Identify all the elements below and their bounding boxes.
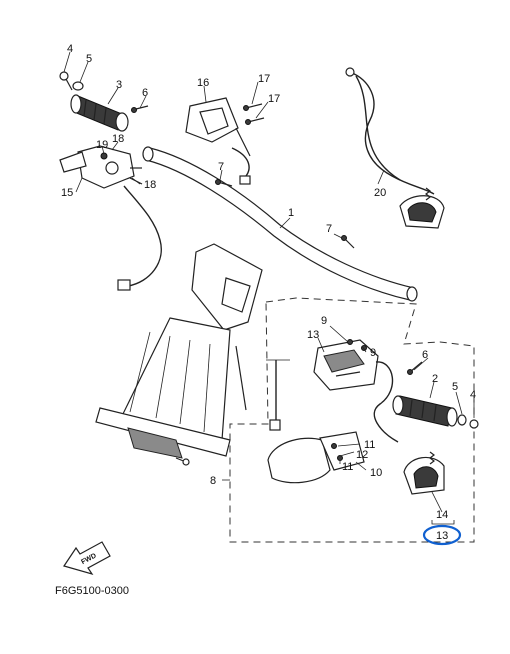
washer-right-5 [457,414,467,426]
right-switch-housing [403,451,445,495]
callout-11-lower: 11 [342,461,353,473]
callout-15: 15 [61,187,73,199]
handlebar [142,146,418,302]
bolt-6-upper [131,105,149,113]
callout-labels: 4 5 3 6 16 17 17 18 19 18 15 7 20 1 7 9 … [61,43,476,542]
screw-right-4 [469,419,479,429]
callout-5-right: 5 [452,381,458,393]
bolt-6-right [407,361,423,375]
diagram-code: F6G5100-0300 [55,585,129,597]
cable-connector-left [117,279,131,291]
callout-1: 1 [288,207,294,219]
left-switch-cover [267,431,365,484]
callout-8: 8 [210,475,216,487]
callout-6-right: 6 [422,349,428,361]
callout-7-upper: 7 [218,161,224,173]
bolt-7-upper [215,179,233,187]
left-grip [70,94,129,132]
callout-2: 2 [432,373,438,385]
callout-3: 3 [116,79,122,91]
callout-16: 16 [197,77,209,89]
leader-lines [63,51,475,513]
screw-left-4 [59,71,73,91]
callout-4-left: 4 [67,43,73,55]
fwd-arrow: FWD [63,541,111,576]
callout-17-second: 17 [268,93,280,105]
callout-20: 20 [374,187,386,199]
screws-17 [243,103,265,125]
steering-column [95,243,263,466]
callout-5-left: 5 [86,53,92,65]
callout-18-upper: 18 [112,133,124,145]
sub-assembly-outline [229,297,475,543]
switch-cable [373,361,399,443]
callout-12: 12 [356,449,368,461]
bracket-14 [431,520,455,525]
callout-13-upper: 13 [307,329,319,341]
lanyard-switch [345,67,445,229]
highlight-circle [422,524,462,546]
wire-connector [269,419,281,431]
bolt-7-bar [341,235,355,249]
callout-17-top: 17 [258,73,270,85]
callout-11-upper: 11 [364,439,375,451]
callout-9-lower: 9 [370,347,376,359]
callout-18-lower: 18 [144,179,156,191]
callout-10: 10 [370,467,382,479]
callout-13-highlighted: 13 [436,530,448,542]
throttle-cable [123,185,162,287]
callout-14: 14 [436,509,448,521]
throttle-housing [59,145,143,189]
right-grip [392,395,458,427]
washer-left-5 [72,81,84,91]
callout-7-bar: 7 [326,223,332,235]
callout-19: 19 [96,139,108,151]
switch-box [313,339,379,391]
callout-9-upper: 9 [321,315,327,327]
handle-cover-bracket [185,97,251,185]
callout-4-right: 4 [470,389,476,401]
callout-6-upper: 6 [142,87,148,99]
